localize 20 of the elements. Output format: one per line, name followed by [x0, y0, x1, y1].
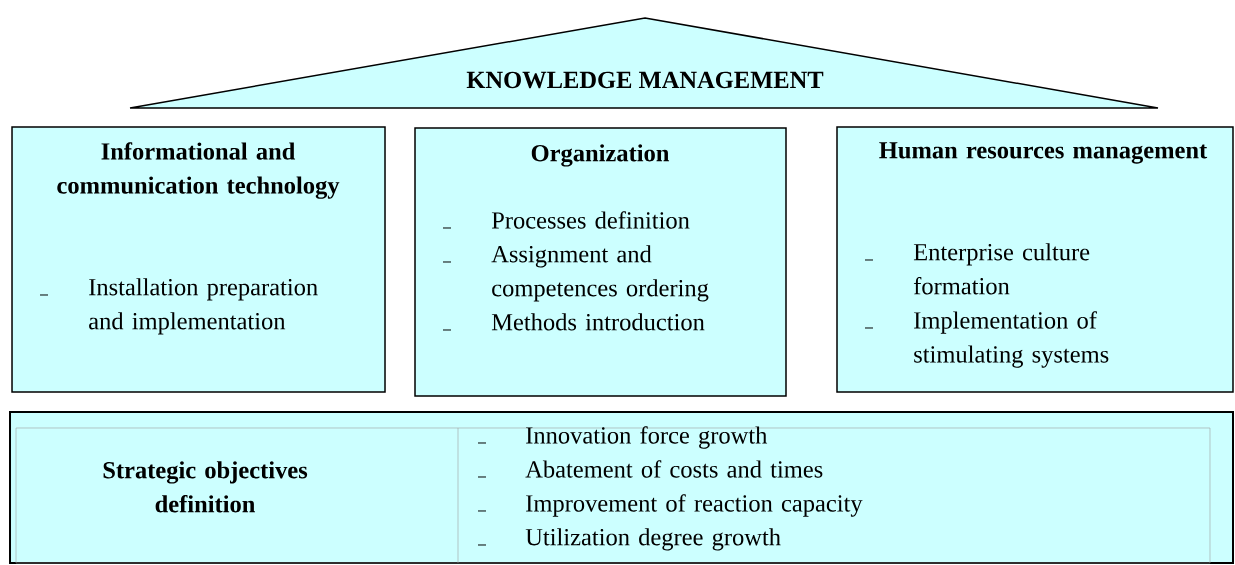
- list-item: Abatement of costs and times: [525, 460, 823, 478]
- box-heading: Strategic objectives definition: [103, 461, 308, 513]
- roof-title: KNOWLEDGE MANAGEMENT: [466, 71, 824, 89]
- box-heading: Organization: [531, 144, 670, 167]
- pillar-box: [11, 126, 386, 393]
- list-item: Implementation of stimulating systems: [914, 311, 1109, 368]
- list-item: Improvement of reaction capacity: [526, 494, 863, 517]
- box-heading: Human resources management: [879, 142, 1208, 164]
- roof-triangle: [129, 17, 1159, 109]
- list-item: Utilization degree growth: [525, 528, 781, 551]
- list-item: Innovation force growth: [526, 426, 768, 449]
- list-item: Assignment and competences ordering: [491, 245, 709, 302]
- box-heading: Informational and communication technology: [57, 142, 340, 199]
- pillar-box: [414, 127, 787, 397]
- list-item: Methods introduction: [491, 313, 705, 331]
- objectives-panel: [9, 411, 1234, 564]
- list-item: Installation preparation and implementation: [89, 278, 318, 335]
- pillar-box: [836, 126, 1234, 393]
- list-item: Processes definition: [491, 211, 690, 229]
- list-item: Enterprise culture formation: [913, 243, 1090, 295]
